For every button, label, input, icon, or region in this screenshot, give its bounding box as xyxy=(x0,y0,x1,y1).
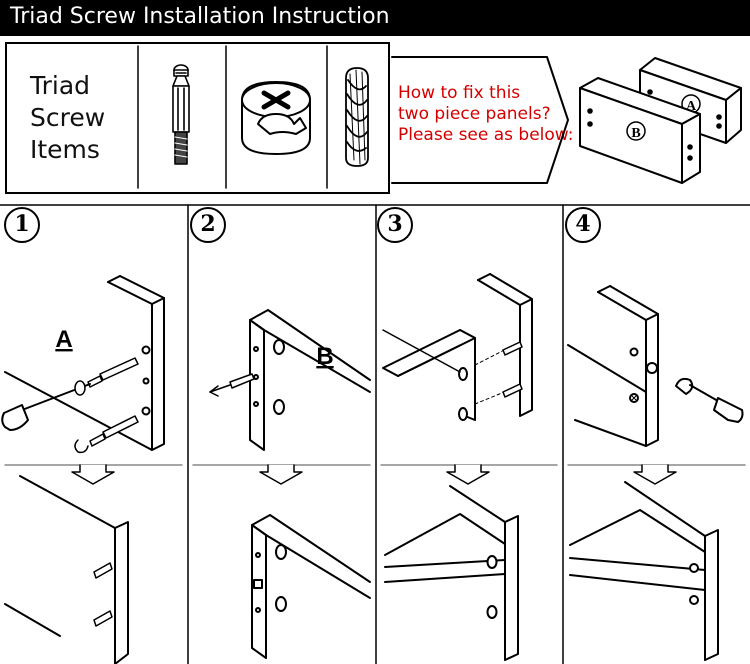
step-1-bottom xyxy=(4,475,129,664)
step-grid-lines xyxy=(0,204,750,664)
triad-screw-items-box xyxy=(5,42,390,194)
step-1-number: 1 xyxy=(14,211,30,237)
cam-bolt-icon xyxy=(172,64,190,165)
step-4-number: 4 xyxy=(575,211,591,237)
step-4-top xyxy=(567,285,744,447)
items-dividers xyxy=(137,45,328,189)
page-title: Triad Screw Installation Instruction xyxy=(10,4,390,29)
callout-pointer xyxy=(391,56,569,184)
step-2-panel-label: B xyxy=(316,343,333,370)
panel-b-mark: B xyxy=(631,126,640,141)
callout-text: How to fix this two piece panels? Please… xyxy=(398,83,574,146)
step-2-top xyxy=(209,309,371,451)
title-bar: Triad Screw Installation Instruction xyxy=(0,0,750,36)
step-3-top xyxy=(382,273,533,421)
callout-line: How to fix this xyxy=(398,83,521,103)
wooden-dowel-icon xyxy=(345,67,369,167)
step-4-bottom xyxy=(569,481,719,661)
cam-lock-icon xyxy=(241,81,311,155)
down-arrow-icon xyxy=(4,464,746,485)
items-label-line: Items xyxy=(30,135,100,164)
step-1-panel-label: A xyxy=(55,326,72,353)
step-3-bottom xyxy=(384,485,519,661)
items-label-line: Screw xyxy=(30,103,106,132)
step-circles xyxy=(4,207,601,243)
callout-line: two piece panels? xyxy=(398,104,551,124)
step-1-top xyxy=(1,275,165,454)
items-label-line: Triad xyxy=(30,71,91,100)
panel-a xyxy=(639,57,742,144)
callout-line: Please see as below: xyxy=(398,125,574,145)
items-label: Triad Screw Items xyxy=(30,70,130,166)
step-2-bottom xyxy=(251,514,371,659)
panel-b xyxy=(579,77,701,184)
step-2-number: 2 xyxy=(200,211,216,237)
panel-a-mark: A xyxy=(686,99,697,114)
step-3-number: 3 xyxy=(387,211,403,237)
